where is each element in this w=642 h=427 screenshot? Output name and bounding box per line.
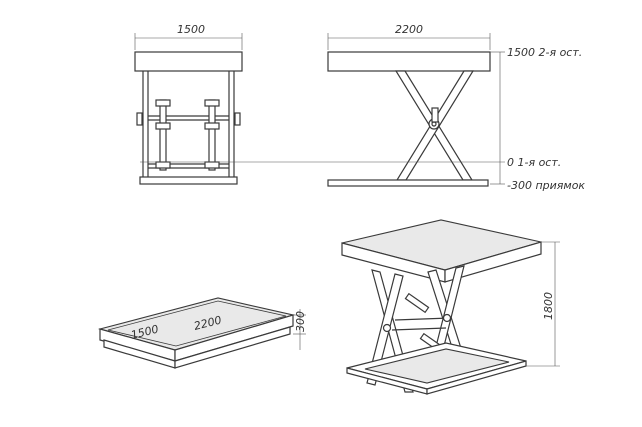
lowered-isometric-view: 1500 2200 300 <box>97 297 307 369</box>
raised-height-label: 1800 <box>542 292 555 320</box>
level-upper-label: 1500 2-я ост. <box>507 46 582 59</box>
front-platform <box>134 51 243 72</box>
side-base <box>327 179 489 187</box>
level-pit-label: -300 приямок <box>507 179 585 192</box>
level-lower-label: 0 1-я ост. <box>507 156 561 169</box>
cylinder-left <box>159 99 167 171</box>
front-width-label: 1500 <box>177 23 205 36</box>
front-view: 1500 <box>134 23 243 185</box>
side-view: 2200 1500 2-я ост. 0 1-я ост. -300 приям… <box>140 23 585 192</box>
lowered-height-label: 300 <box>294 311 307 332</box>
side-length-label: 2200 <box>395 23 423 36</box>
raised-isometric-view: 1800 <box>341 219 560 395</box>
cylinder-right <box>208 99 216 171</box>
side-platform <box>327 51 491 72</box>
front-base <box>139 176 238 185</box>
